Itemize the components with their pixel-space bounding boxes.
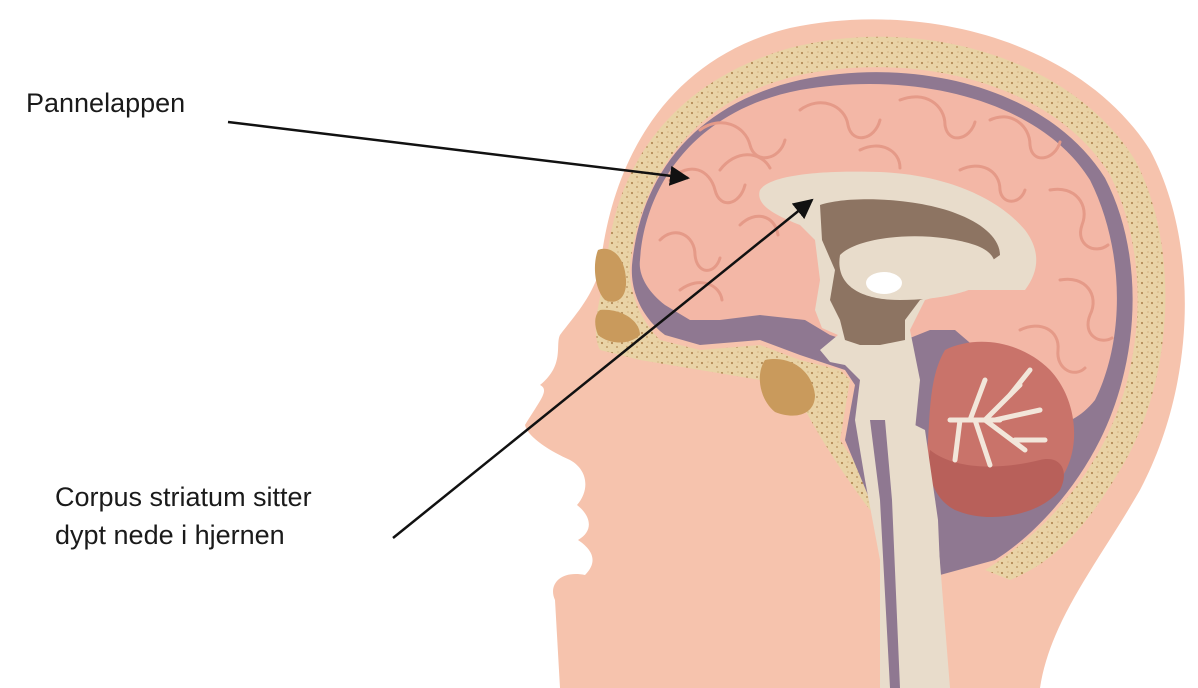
thalamus-nucleus: [866, 272, 902, 294]
frontal-lobe-label: Pannelappen: [26, 84, 185, 122]
arrow-frontal-lobe: [228, 122, 688, 178]
corpus-striatum-label-line2: dypt nede i hjernen: [55, 516, 312, 554]
corpus-striatum-label: Corpus striatum sitter dypt nede i hjern…: [55, 478, 312, 554]
corpus-striatum-label-line1: Corpus striatum sitter: [55, 478, 312, 516]
